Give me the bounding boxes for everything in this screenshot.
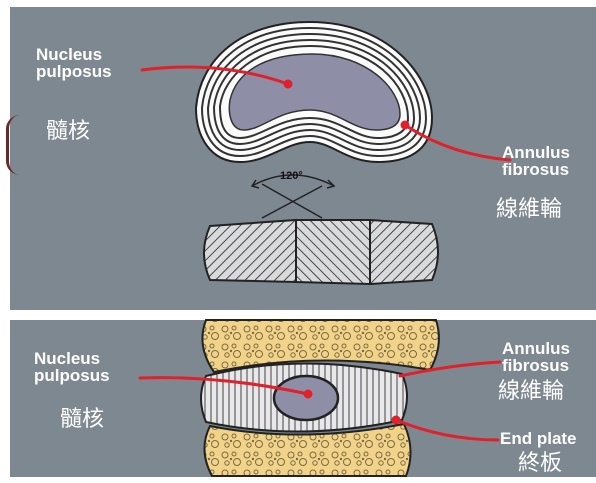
label-annulus-fibrosus-bottom: Annulus fibrosus <box>502 340 570 374</box>
pointer-endplate <box>396 420 498 440</box>
label-nucleus-cjk-top: 髓核 <box>46 120 90 144</box>
label-end-plate-cjk: 終板 <box>518 452 562 476</box>
label-angle: 120° <box>280 170 303 182</box>
label-end-plate: End plate <box>500 430 577 447</box>
label-annulus-cjk-bottom: 線維輪 <box>498 380 564 404</box>
label-annulus-fibrosus-top: Annulus fibrosus <box>502 144 570 178</box>
label-annulus-cjk-top: 線維輪 <box>496 198 562 222</box>
top-disc <box>196 22 432 162</box>
annulus-lamellae-segment <box>204 220 438 284</box>
label-nucleus-cjk-bottom: 髓核 <box>60 408 104 432</box>
label-nucleus-pulposus-top: Nucleus pulposus <box>36 46 112 80</box>
spine-segment <box>201 320 439 476</box>
label-nucleus-pulposus-bottom: Nucleus pulposus <box>34 350 110 384</box>
